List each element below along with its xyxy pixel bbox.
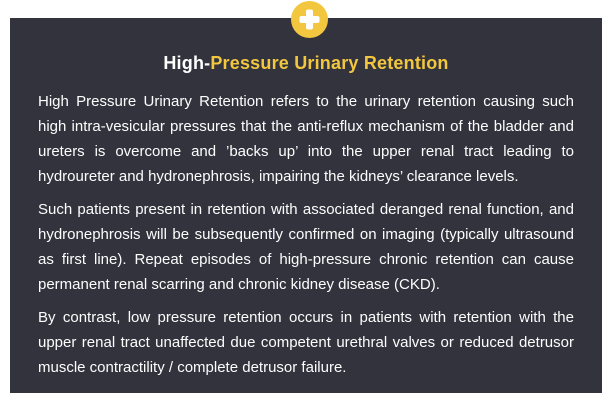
card-title-prefix: High- — [163, 53, 211, 73]
card-title: High-Pressure Urinary Retention — [38, 51, 574, 75]
paragraph-contrast: By contrast, low pressure retention occu… — [38, 309, 574, 376]
card-title-highlight: Pressure Urinary Retention — [210, 53, 449, 73]
paragraph-definition: High Pressure Urinary Retention refers t… — [38, 93, 574, 185]
info-card: High-Pressure Urinary Retention High Pre… — [10, 18, 602, 393]
plus-icon — [291, 1, 328, 38]
paragraph-presentation: Such patients present in retention with … — [38, 201, 574, 293]
expand-button[interactable] — [291, 1, 328, 38]
